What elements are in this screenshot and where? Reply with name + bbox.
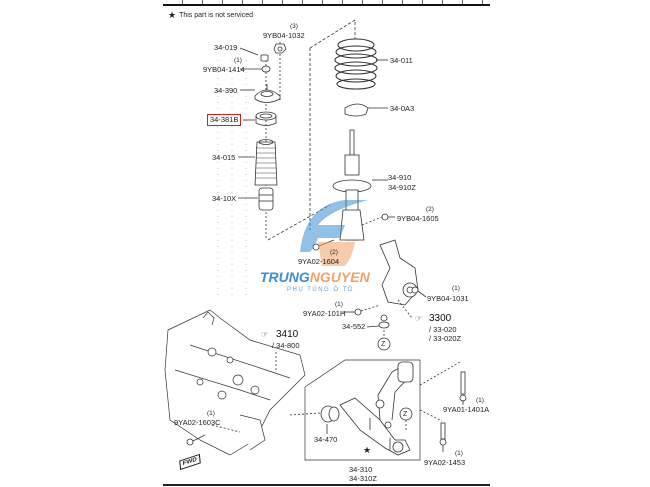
bushing-34-470 (320, 405, 340, 423)
cap-34-019 (260, 54, 269, 62)
star-icon: ★ (168, 10, 177, 20)
callout-34-390[interactable]: 34-390 (214, 86, 238, 95)
callout-9YB04-1032[interactable]: 9YB04-1032 (263, 31, 305, 40)
watermark-tagline: PHỤ TÙNG Ô TÔ (287, 287, 354, 293)
callout-9YA02-1453[interactable]: 9YA02-1453 (424, 458, 466, 467)
legend-note: ★ This part is not serviced (168, 10, 253, 21)
watermark-logo (300, 200, 368, 266)
bolt-9YA02-1453 (439, 422, 447, 446)
legend-note-text: This part is not serviced (179, 12, 253, 19)
qty-9YA02-1604: (2) (330, 249, 338, 256)
ref-34-800[interactable]: / 34-800 (272, 341, 300, 350)
dust-boot-34-015 (254, 139, 278, 186)
lower-arm-34-310 (339, 361, 414, 456)
z-marker: Z (381, 341, 386, 348)
bolt-9YA02-1603C (186, 434, 206, 446)
callout-9YA02-1604[interactable]: 9YA02-1604 (298, 257, 340, 266)
strut-mount-34-390 (254, 84, 281, 103)
watermark-brand: TRUNGNGUYEN (260, 270, 370, 284)
shock-absorber-34-910 (332, 129, 372, 241)
z-marker-circle (377, 337, 391, 351)
steering-knuckle (379, 239, 419, 306)
callout-34-0A3[interactable]: 34-0A3 (390, 104, 415, 113)
grid-dots (217, 60, 247, 300)
callout-9YA02-1603C[interactable]: 9YA02-1603C (174, 418, 221, 427)
bump-stop-34-10X (258, 187, 274, 211)
not-serviced-star-icon: ★ (363, 445, 372, 455)
qty-9YB04-1032: (3) (290, 23, 298, 30)
callout-34-015[interactable]: 34-015 (212, 153, 236, 162)
qty-9YB04-1031: (1) (452, 285, 460, 292)
bearing-34-381B (255, 111, 277, 126)
ref-3300[interactable]: 3300 (429, 313, 452, 324)
callout-34-910Z[interactable]: 34-910Z (388, 183, 416, 192)
nut-9YB04-1414 (261, 65, 271, 73)
hand-pointer-icon: ☞ (415, 314, 423, 323)
callout-34-310Z[interactable]: 34-310Z (349, 474, 377, 483)
callout-9YB04-1605[interactable]: 9YB04-1605 (397, 214, 439, 223)
callout-34-470[interactable]: 34-470 (314, 435, 338, 444)
bolt-9YA01-1401A (459, 371, 467, 402)
nut-9YB04-1032 (273, 43, 287, 54)
callout-9YB04-1414[interactable]: 9YB04-1414 (203, 65, 245, 74)
bolt-9YA02-101H (354, 304, 381, 316)
callout-34-011[interactable]: 34-011 (390, 56, 413, 65)
clip-34-552 (378, 314, 390, 329)
callout-9YA02-101H[interactable]: 9YA02-101H (303, 309, 346, 318)
callout-34-381B-highlighted[interactable]: 34-381B (207, 114, 242, 126)
qty-9YA02-1453: (1) (455, 450, 463, 457)
callout-34-019[interactable]: 34-019 (214, 43, 238, 52)
page-ruler (163, 0, 490, 6)
coil-spring-34-011 (334, 38, 378, 90)
callout-9YA01-1401A[interactable]: 9YA01-1401A (443, 405, 490, 414)
bottom-rule (163, 484, 490, 486)
z-marker: Z (403, 411, 408, 418)
callout-34-552[interactable]: 34-552 (342, 322, 366, 331)
callout-34-910[interactable]: 34-910 (388, 173, 412, 182)
frame-line (309, 19, 356, 49)
ref-33-020Z[interactable]: / 33-020Z (429, 334, 462, 343)
qty-9YA02-1603C: (1) (207, 410, 215, 417)
callout-9YB04-1031[interactable]: 9YB04-1031 (427, 294, 469, 303)
crossmember-subframe (164, 309, 306, 456)
watermark-brand-blue: TRUNG (260, 269, 310, 285)
callout-34-10X[interactable]: 34-10X (212, 194, 237, 203)
spring-seat-34-0A3 (344, 103, 369, 117)
qty-9YA01-1401A: (1) (476, 397, 484, 404)
qty-9YB04-1605: (2) (426, 206, 434, 213)
qty-9YA02-101H: (1) (335, 301, 343, 308)
ref-33-020[interactable]: / 33-020 (429, 325, 457, 334)
hand-pointer-icon: ☞ (261, 330, 269, 339)
ref-3410[interactable]: 3410 (276, 329, 299, 340)
callout-34-310[interactable]: 34-310 (349, 465, 373, 474)
watermark-brand-orange: NGUYEN (309, 269, 370, 285)
qty-9YB04-1414: (1) (234, 57, 242, 64)
